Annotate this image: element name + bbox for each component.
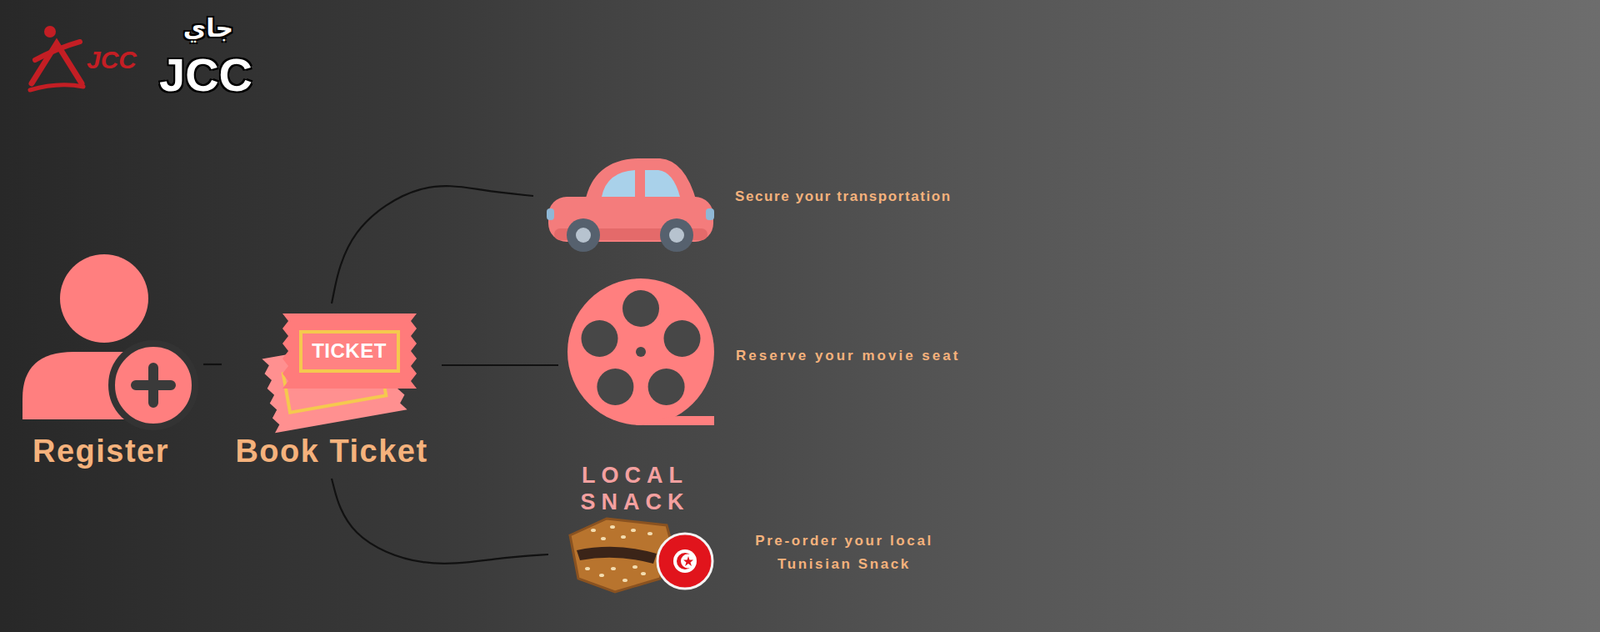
reel-hole xyxy=(596,368,634,405)
car-light xyxy=(705,208,715,220)
step-description: Pre-order your local Tunisian Snack xyxy=(731,529,957,576)
flag-crescent-cut xyxy=(680,554,695,569)
sesame-seeds xyxy=(585,525,653,582)
step-description: Reserve your movie seat xyxy=(735,345,960,366)
car-window xyxy=(645,170,680,197)
logo-text: جاي xyxy=(183,13,234,44)
snack-caption: LOCAL SNACK xyxy=(560,461,710,515)
snack-picture xyxy=(570,518,713,592)
car-icon xyxy=(546,158,715,252)
car-roof xyxy=(585,158,697,202)
reel-hole xyxy=(581,320,619,357)
front-ticket xyxy=(282,313,417,389)
date-filling xyxy=(576,546,657,564)
logo-stroke xyxy=(35,41,80,60)
reel-hole xyxy=(664,320,701,357)
logo-text: JCC xyxy=(159,50,253,100)
logo-stroke xyxy=(30,85,84,90)
step-node: Register xyxy=(3,250,199,474)
step-node: Book Ticket xyxy=(226,308,437,474)
connector-line xyxy=(331,185,534,304)
car-hub xyxy=(575,227,591,243)
flag-disc xyxy=(673,549,697,573)
pastry xyxy=(570,518,672,592)
festival-logo xyxy=(30,25,84,90)
connector-line xyxy=(441,364,559,366)
car-wheel xyxy=(566,218,600,252)
flag-star xyxy=(683,555,694,566)
step-node: Secure your transportation xyxy=(541,155,975,254)
register-icon xyxy=(22,254,195,427)
car-window xyxy=(601,170,635,197)
reel-disc xyxy=(567,278,715,425)
plus-sign xyxy=(135,367,171,403)
logo-text: JCC xyxy=(86,45,137,75)
flag-badge xyxy=(657,533,713,589)
connector-line xyxy=(331,478,549,564)
logo-head xyxy=(44,25,56,38)
ticket-text: TICKET xyxy=(311,339,387,363)
car-wheel xyxy=(660,218,694,252)
reel-hole xyxy=(648,368,685,405)
film-reel-icon xyxy=(567,278,715,425)
step-title: Register xyxy=(32,431,170,470)
step-description: Secure your transportation xyxy=(735,186,952,207)
user-head xyxy=(60,254,149,343)
reel-tail xyxy=(640,415,715,425)
reel-hole xyxy=(622,290,660,327)
step-node: Reserve your movie seat xyxy=(563,275,997,430)
connector-line xyxy=(203,363,222,365)
ticket-icon xyxy=(261,313,417,433)
car-light xyxy=(546,208,555,220)
car-hub xyxy=(669,227,685,243)
reel-hub xyxy=(635,346,646,357)
plus-badge xyxy=(111,343,195,427)
step-title: Book Ticket xyxy=(235,431,428,470)
ticket-frame xyxy=(300,331,399,371)
